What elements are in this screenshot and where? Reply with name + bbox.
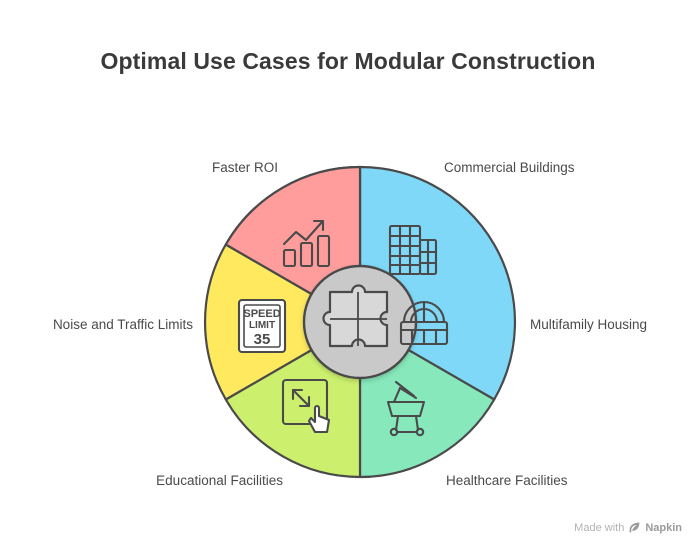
office-building-icon [388,224,438,276]
svg-text:35: 35 [254,331,271,348]
svg-text:LIMIT: LIMIT [249,320,275,331]
label-healthcare-facilities: Healthcare Facilities [446,473,568,488]
made-with-text: Made with [574,521,625,534]
label-faster-roi: Faster ROI [211,160,278,175]
pie-chart-svg: SPEED LIMIT 35 [203,165,517,479]
balcony-railing-icon [399,300,449,346]
label-multifamily-housing: Multifamily Housing [530,317,648,332]
growth-chart-icon [282,219,331,268]
resize-touch-icon [281,378,331,434]
footer-watermark: Made with Napkin [574,521,682,534]
brand-name: Napkin [645,521,682,534]
svg-text:SPEED: SPEED [243,308,280,320]
leaf-icon [628,521,641,534]
speed-limit-sign-icon: SPEED LIMIT 35 [237,298,287,354]
hospital-chair-icon [386,380,426,437]
puzzle-piece-icon [322,284,389,348]
label-commercial-buildings: Commercial Buildings [444,160,575,175]
label-educational-facilities: Educational Facilities [156,473,283,488]
label-noise-and-traffic-limits: Noise and Traffic Limits [52,317,193,332]
page-title: Optimal Use Cases for Modular Constructi… [100,48,596,74]
pie-diagram: SPEED LIMIT 35 Commercial Buildings Mult… [0,112,696,512]
